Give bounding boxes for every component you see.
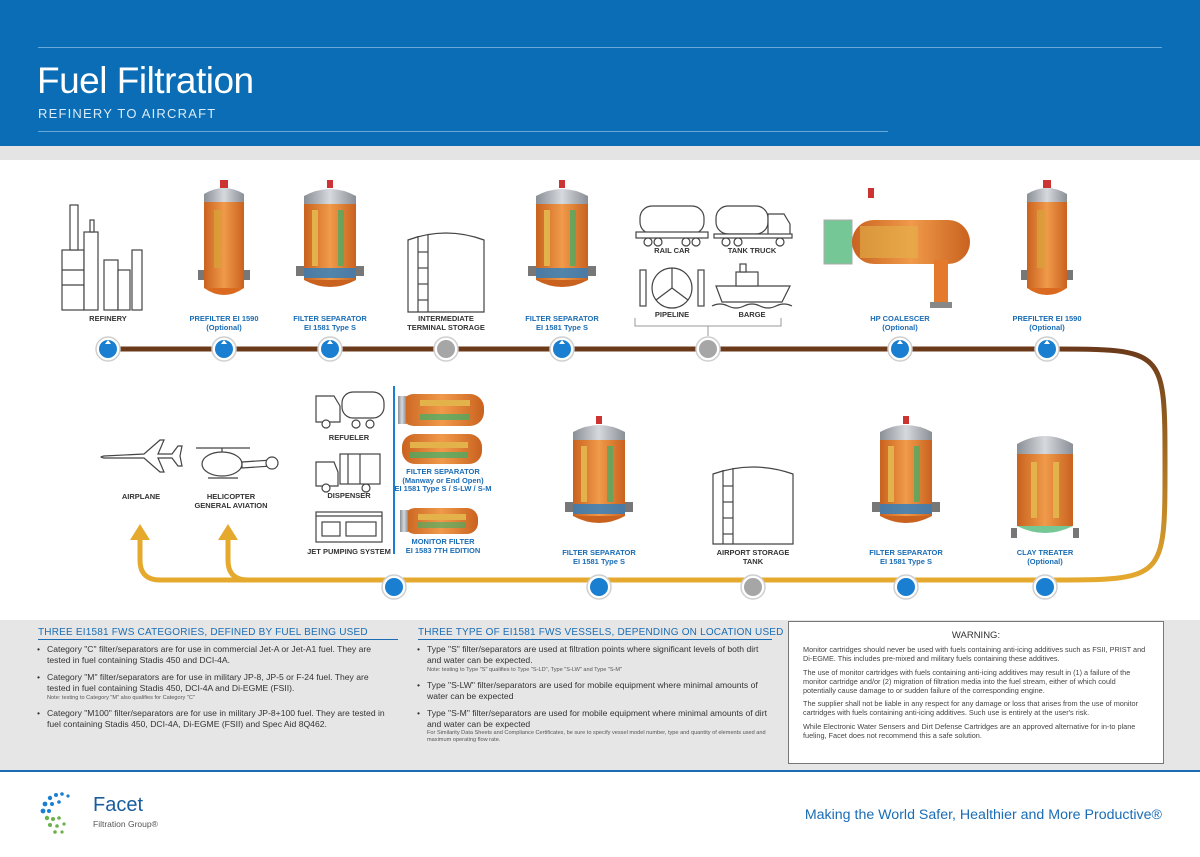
storage-tank-icon xyxy=(712,466,794,545)
filter-separator-vessel-icon xyxy=(528,180,596,287)
vessel-types-list: Type "S" filter/separators are used at f… xyxy=(416,644,768,736)
filter-separator-vessel-icon xyxy=(565,416,633,523)
label-hp-coalescer: HP COALESCER(Optional) xyxy=(870,314,930,332)
vessel-types-rule xyxy=(418,639,772,640)
label-dispenser: DISPENSER xyxy=(327,491,371,500)
dispenser-icon xyxy=(315,453,381,493)
node-prefilter-2 xyxy=(1034,336,1060,362)
list-item: Type "S-LW" filter/separators are used f… xyxy=(416,680,768,702)
brand-name: Facet xyxy=(93,794,144,816)
jet-pumping-system-icon xyxy=(315,511,383,543)
hp-coalescer-icon xyxy=(823,188,970,308)
header-rule-bottom xyxy=(38,131,888,132)
categories-list: Category "C" filter/separators are for u… xyxy=(36,644,392,736)
refinery-icon xyxy=(61,204,143,311)
brand-subtitle: Filtration Group® xyxy=(93,819,158,829)
pipeline-icon xyxy=(639,267,705,309)
footer: Facet Filtration Group® Making the World… xyxy=(0,770,1200,857)
node-prefilter xyxy=(211,336,237,362)
airplane-arrow xyxy=(130,524,150,540)
label-pipeline: PIPELINE xyxy=(654,310,690,319)
return-arc xyxy=(1049,346,1168,583)
airplane-branch xyxy=(137,538,248,583)
node-transport xyxy=(695,336,721,362)
header-banner: Fuel Filtration REFINERY TO AIRCRAFT xyxy=(0,0,1200,146)
filter-separator-vessel-icon xyxy=(296,180,364,287)
node-filter-separator-2 xyxy=(549,336,575,362)
warning-paragraph: The use of monitor cartridges with fuels… xyxy=(803,667,1131,695)
warning-title: WARNING: xyxy=(951,630,1001,641)
label-jet-pumping: JET PUMPING SYSTEM xyxy=(307,547,391,556)
bottom-flow-nodes xyxy=(381,574,1058,600)
filter-separator-vessel-icon xyxy=(872,416,940,523)
node-clay-treater xyxy=(1032,574,1058,600)
label-filter-separator-horizontal: FILTER SEPARATOR(Manway or End Open)EI 1… xyxy=(394,467,492,494)
tagline: Making the World Safer, Healthier and Mo… xyxy=(804,807,1162,823)
list-item: Category "M100" filter/separators are fo… xyxy=(36,708,392,730)
list-item: Type "S-M" filter/separators are used fo… xyxy=(416,708,768,730)
warning-box: WARNING: Monitor cartridges should never… xyxy=(788,621,1164,764)
node-filter-separator-3 xyxy=(586,574,612,600)
warning-paragraph: The supplier shall not be liable in any … xyxy=(803,699,1139,718)
prefilter-vessel-icon xyxy=(198,180,250,295)
categories-rule xyxy=(38,639,398,640)
fuel-flow-diagram: REFINERY PREFILTER EI 1590(Optional) FIL… xyxy=(0,160,1200,620)
label-rail-car: RAIL CAR xyxy=(654,246,690,255)
node-filter-separator-1 xyxy=(317,336,343,362)
list-item: Category "C" filter/separators are for u… xyxy=(36,644,392,666)
label-clay-treater: CLAY TREATER(Optional) xyxy=(1016,548,1074,566)
prefilter-vessel-icon xyxy=(1021,180,1073,295)
facet-logo-icon xyxy=(40,792,70,834)
monitor-filter-icon xyxy=(400,508,478,534)
clay-treater-icon xyxy=(1011,436,1079,538)
page-subtitle: REFINERY TO AIRCRAFT xyxy=(38,106,217,121)
tank-truck-icon xyxy=(713,205,793,247)
node-intermediate-storage xyxy=(433,336,459,362)
node-refinery xyxy=(95,336,121,362)
warning-paragraph: Monitor cartridges should never be used … xyxy=(803,645,1146,663)
label-tank-truck: TANK TRUCK xyxy=(727,246,777,255)
label-prefilter-2: PREFILTER EI 1590(Optional) xyxy=(1012,314,1082,332)
label-refinery: REFINERY xyxy=(89,314,127,323)
label-prefilter-1: PREFILTER EI 1590(Optional) xyxy=(189,314,259,332)
node-fueling xyxy=(381,574,407,600)
categories-title: THREE EI1581 FWS CATEGORIES, DEFINED BY … xyxy=(38,627,368,638)
vessel-types-title: THREE TYPE OF EI1581 FWS VESSELS, DEPEND… xyxy=(418,627,784,638)
rail-car-icon xyxy=(635,205,709,247)
helicopter-branch xyxy=(225,538,249,583)
page-title: Fuel Filtration xyxy=(37,60,254,101)
helicopter-arrow xyxy=(218,524,238,540)
header-rule-top xyxy=(38,47,1162,48)
list-item: Category "M" filter/separators are for u… xyxy=(36,672,392,702)
vessel-footnote: For Similarity Data Sheets and Complianc… xyxy=(427,730,766,744)
top-flow-nodes xyxy=(95,336,1060,362)
node-filter-separator-4 xyxy=(893,574,919,600)
filter-separator-horizontal-icon xyxy=(398,394,484,464)
transport-bracket xyxy=(634,318,782,336)
warning-paragraph: While Electronic Water Sensers and Dirt … xyxy=(803,722,1136,741)
fueling-group-divider xyxy=(393,386,395,554)
header-divider-band xyxy=(0,146,1200,160)
barge-icon xyxy=(711,263,793,309)
list-item: Type "S" filter/separators are used at f… xyxy=(416,644,768,674)
refueler-icon xyxy=(315,391,385,429)
helicopter-icon xyxy=(196,447,279,479)
label-airplane: AIRPLANE xyxy=(121,492,161,501)
node-hp-coalescer xyxy=(887,336,913,362)
label-refueler: REFUELER xyxy=(328,433,370,442)
label-barge: BARGE xyxy=(738,310,766,319)
storage-tank-icon xyxy=(407,232,485,313)
flow-diagram-svg xyxy=(61,180,1168,600)
node-airport-storage xyxy=(740,574,766,600)
airplane-icon xyxy=(100,439,183,473)
